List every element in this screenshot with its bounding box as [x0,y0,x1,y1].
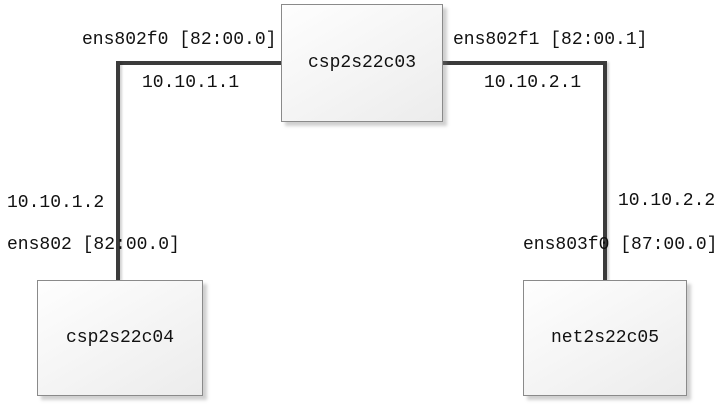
link-left-horizontal-line [116,61,281,65]
link-right-vertical-line [603,61,607,280]
node-csp2s22c03-label: csp2s22c03 [307,53,417,73]
node-net2s22c05: net2s22c05 [523,280,687,396]
link-left-top-interface-label: ens802f0 [82:00.0] [82,30,277,50]
link-left-vertical-line [116,61,120,280]
link-right-horizontal-line [443,61,607,65]
node-csp2s22c04-label: csp2s22c04 [65,328,175,348]
link-right-bottom-interface-label: ens803f0 [87:00.0] [523,235,718,255]
node-net2s22c05-label: net2s22c05 [550,328,660,348]
link-right-top-ip-label: 10.10.2.1 [484,73,582,93]
node-csp2s22c04: csp2s22c04 [37,280,203,396]
link-left-bottom-ip-label: 10.10.1.2 [7,193,105,213]
link-right-bottom-ip-label: 10.10.2.2 [618,191,716,211]
link-left-bottom-interface-label: ens802 [82:00.0] [7,235,180,255]
link-left-top-ip-label: 10.10.1.1 [142,73,240,93]
link-right-top-interface-label: ens802f1 [82:00.1] [453,30,648,50]
node-csp2s22c03: csp2s22c03 [281,4,443,122]
